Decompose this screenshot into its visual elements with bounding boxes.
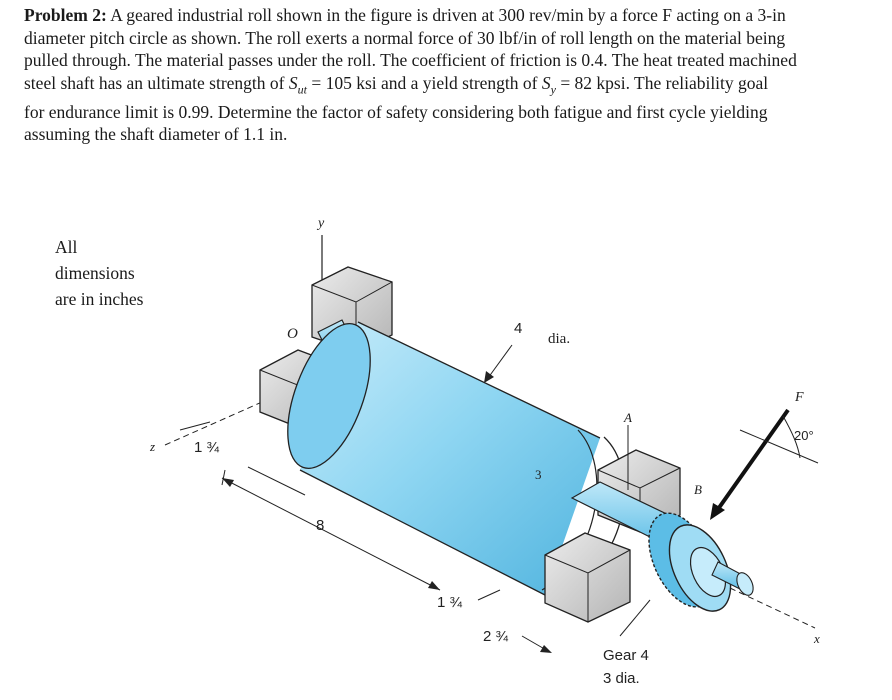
- problem-line-4: steel shaft has an ultimate strength of …: [24, 72, 769, 97]
- problem-line-5: for endurance limit is 0.99. Determine t…: [24, 101, 768, 122]
- dim-length: 8: [316, 517, 324, 534]
- z-axis: [164, 401, 263, 446]
- x-axis-label: x: [813, 631, 820, 646]
- bearing-block-right-lower: [544, 532, 631, 623]
- force-arrow: [714, 408, 790, 514]
- dimension-note: All dimensions are in inches: [55, 237, 144, 309]
- problem-line-6: assuming the shaft diameter of 1.1 in.: [24, 124, 288, 145]
- problem-statement: Problem 2: A geared industrial roll show…: [24, 4, 886, 146]
- angle-label: 20°: [794, 428, 814, 443]
- gear-4: [648, 512, 754, 612]
- roll-cylinder: [287, 321, 625, 597]
- problem-line-1: Problem 2: A geared industrial roll show…: [24, 5, 786, 25]
- gear-name: Gear 4: [603, 647, 649, 664]
- problem-label: Problem 2:: [24, 5, 107, 25]
- problem-line-3: pulled through. The material passes unde…: [24, 50, 797, 71]
- x-axis: [729, 587, 816, 629]
- point-a-label: A: [623, 410, 632, 425]
- y-axis-label: y: [316, 216, 325, 231]
- dim-gear: 2 ¾: [483, 628, 509, 645]
- origin-label: O: [287, 326, 298, 342]
- roll-end-dim: 3: [535, 467, 542, 482]
- gear-dia: 3 dia.: [603, 670, 640, 687]
- point-b-label: B: [694, 482, 702, 497]
- roll-dia-value: 4: [514, 320, 522, 337]
- roll-dia-unit: dia.: [548, 331, 570, 347]
- dim-right: 1 ¾: [437, 594, 463, 611]
- z-axis-label: z: [149, 439, 155, 454]
- dim-left: 1 ¾: [194, 439, 220, 456]
- problem-line-2: diameter pitch circle as shown. The roll…: [24, 27, 786, 48]
- force-label: F: [794, 390, 804, 405]
